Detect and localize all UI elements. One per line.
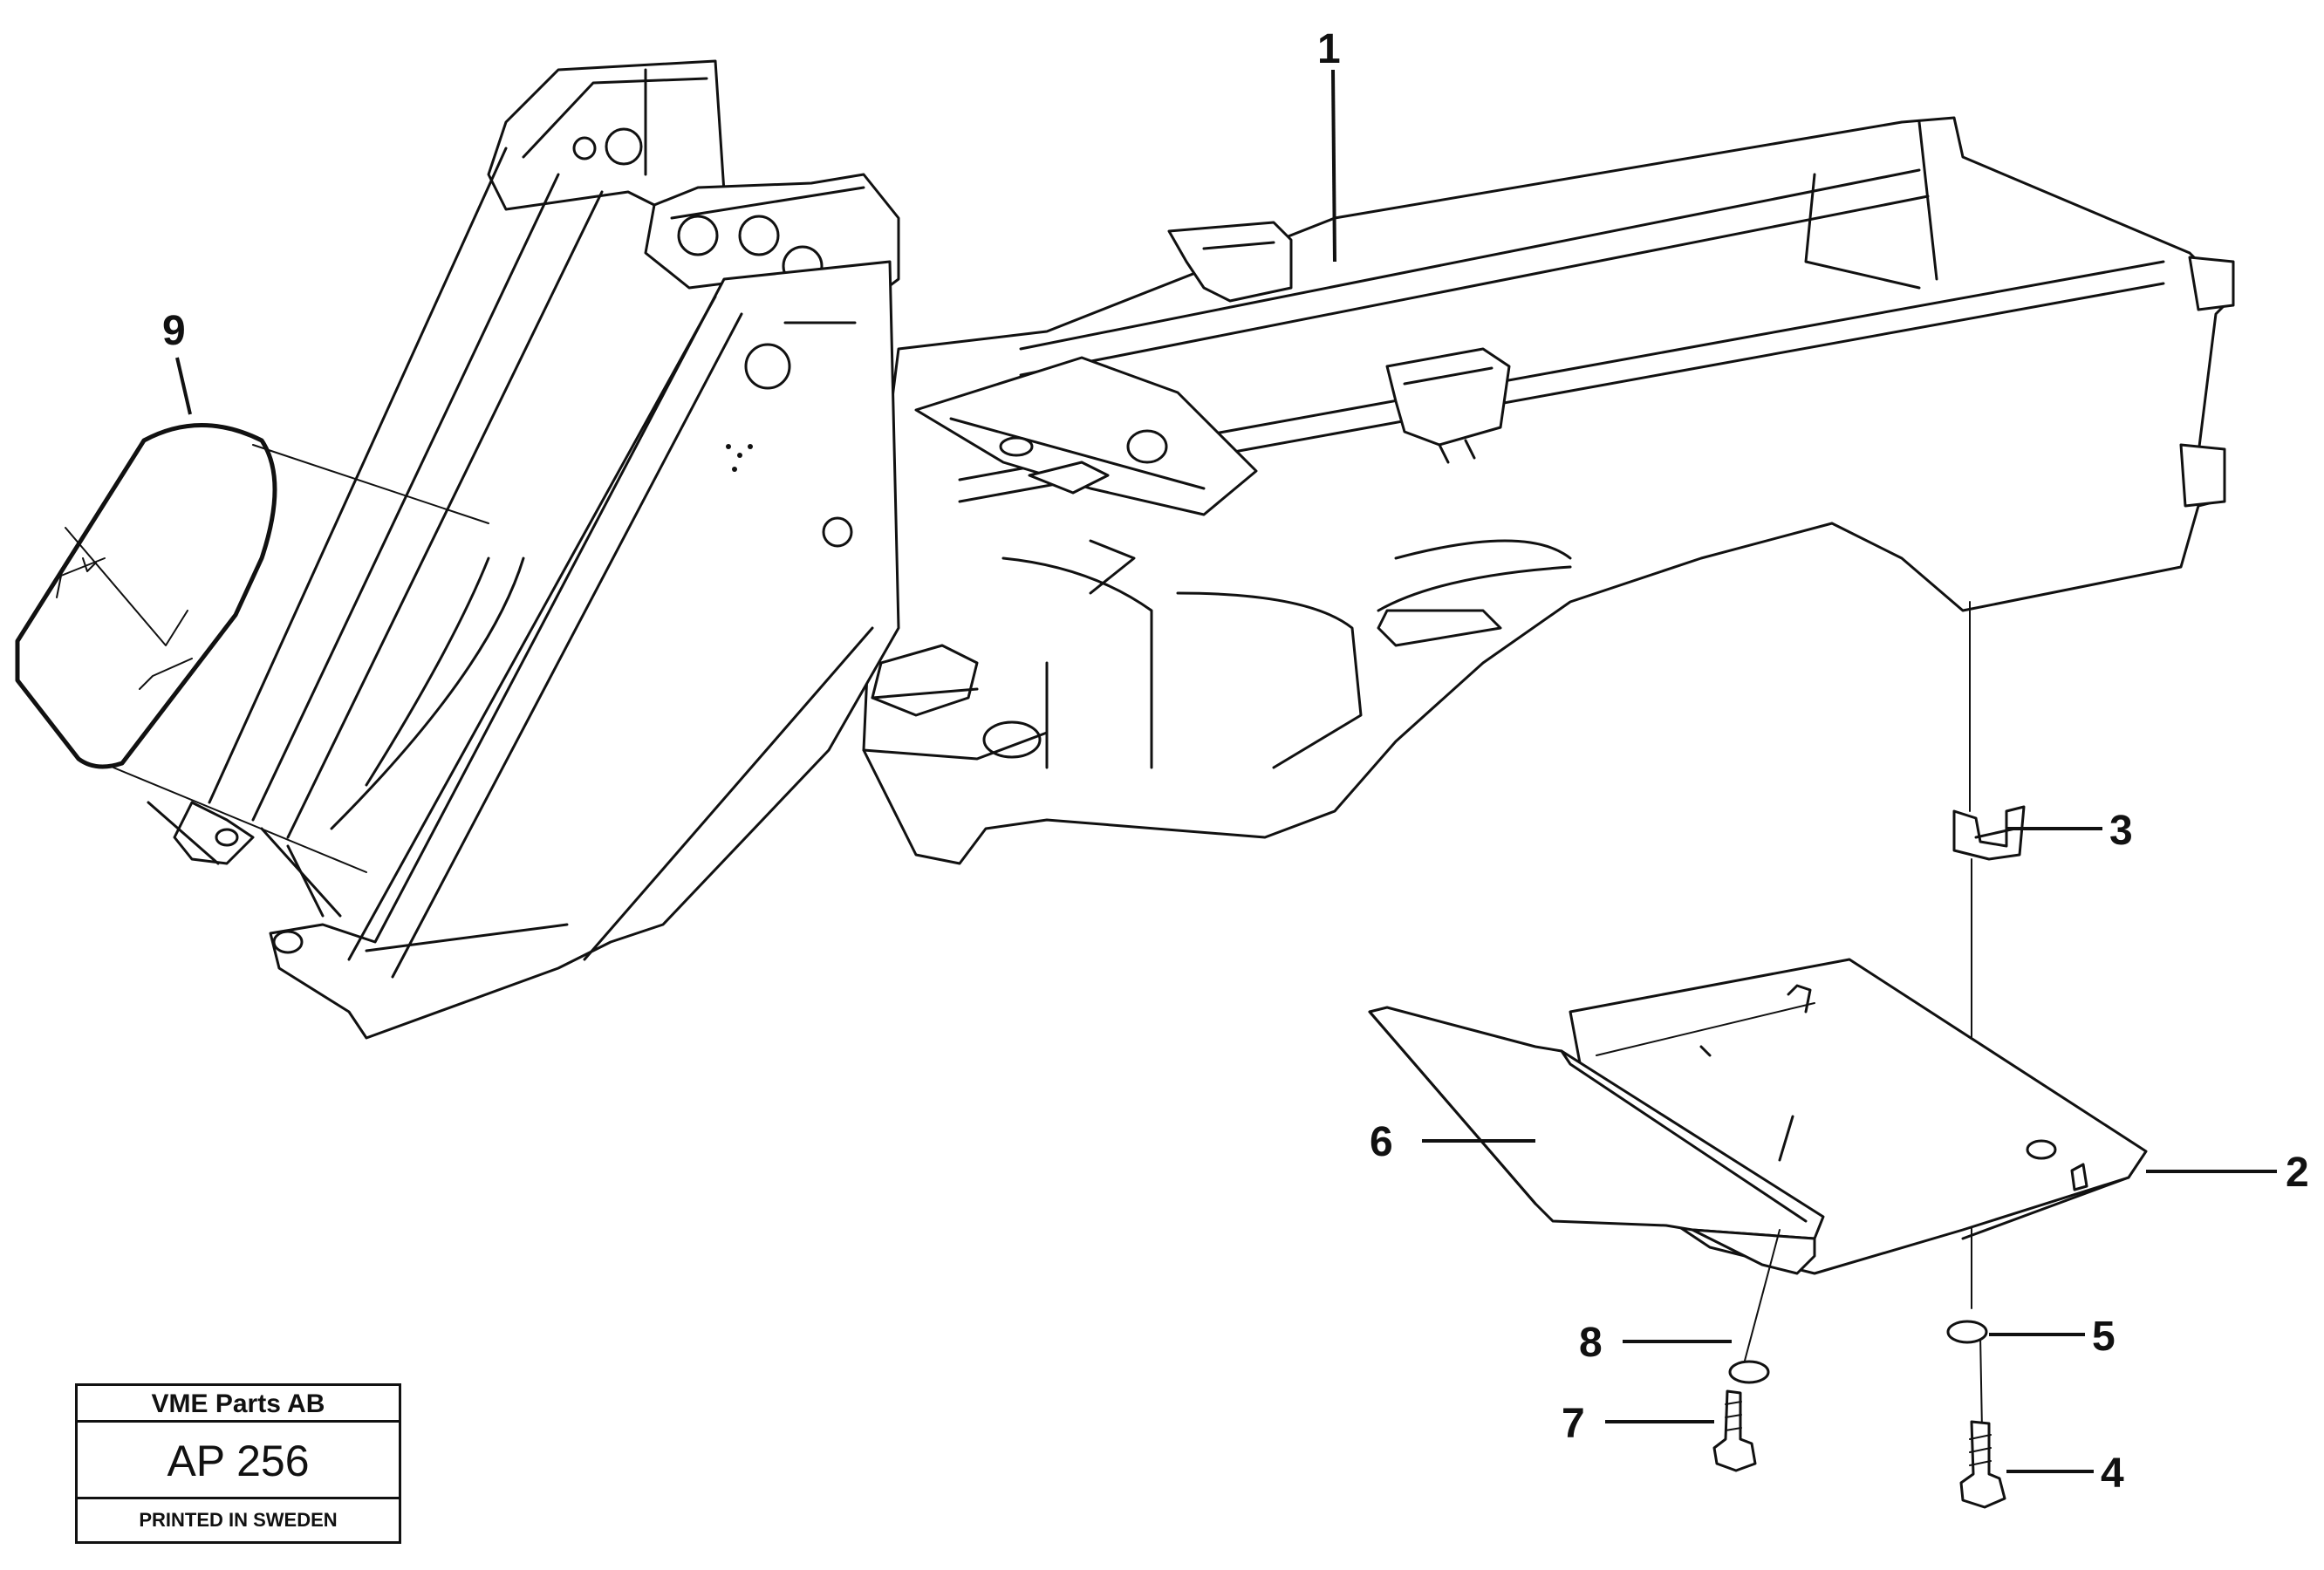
leader-9 — [175, 357, 192, 415]
callout-4: 4 — [2101, 1451, 2124, 1497]
washer-right — [1946, 1320, 1988, 1344]
title-block: VME Parts AB AP 256 PRINTED IN SWEDEN — [75, 1383, 401, 1544]
callout-8: 8 — [1579, 1320, 1603, 1366]
bolt-right — [1959, 1420, 2006, 1509]
callout-1: 1 — [1317, 26, 1341, 72]
bolt-left — [1712, 1389, 1757, 1472]
washer-left — [1728, 1360, 1770, 1384]
callout-2: 2 — [2286, 1150, 2309, 1196]
printed-note: PRINTED IN SWEDEN — [139, 1509, 338, 1531]
callout-5: 5 — [2092, 1314, 2116, 1360]
company-name: VME Parts AB — [78, 1386, 399, 1423]
lift-arm-right — [260, 173, 900, 1040]
fastener-line-right — [1969, 601, 1983, 1431]
fastener-line-left — [1744, 1229, 1781, 1362]
callout-6: 6 — [1370, 1119, 1393, 1165]
deflector-plate — [1368, 1002, 1825, 1275]
bracket — [1952, 805, 2026, 861]
cover-plate — [15, 423, 489, 873]
front-frame — [862, 116, 2235, 865]
illustration-code: AP 256 — [78, 1423, 399, 1499]
leader-1 — [1331, 69, 1336, 263]
callout-9: 9 — [162, 308, 186, 354]
callout-7: 7 — [1562, 1401, 1585, 1447]
callout-3: 3 — [2109, 808, 2133, 854]
